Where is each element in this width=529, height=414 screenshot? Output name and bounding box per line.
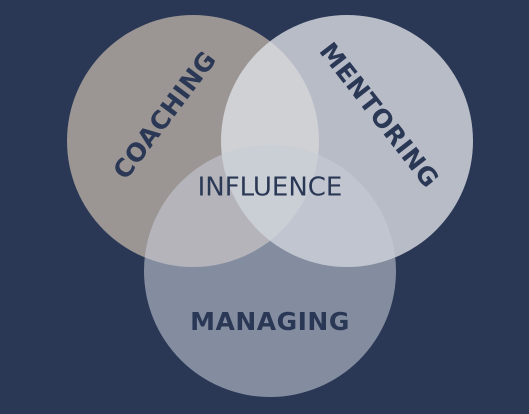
center-label-influence: INFLUENCE bbox=[198, 173, 343, 203]
label-managing: MANAGING bbox=[190, 307, 350, 336]
circle-managing bbox=[144, 145, 396, 397]
